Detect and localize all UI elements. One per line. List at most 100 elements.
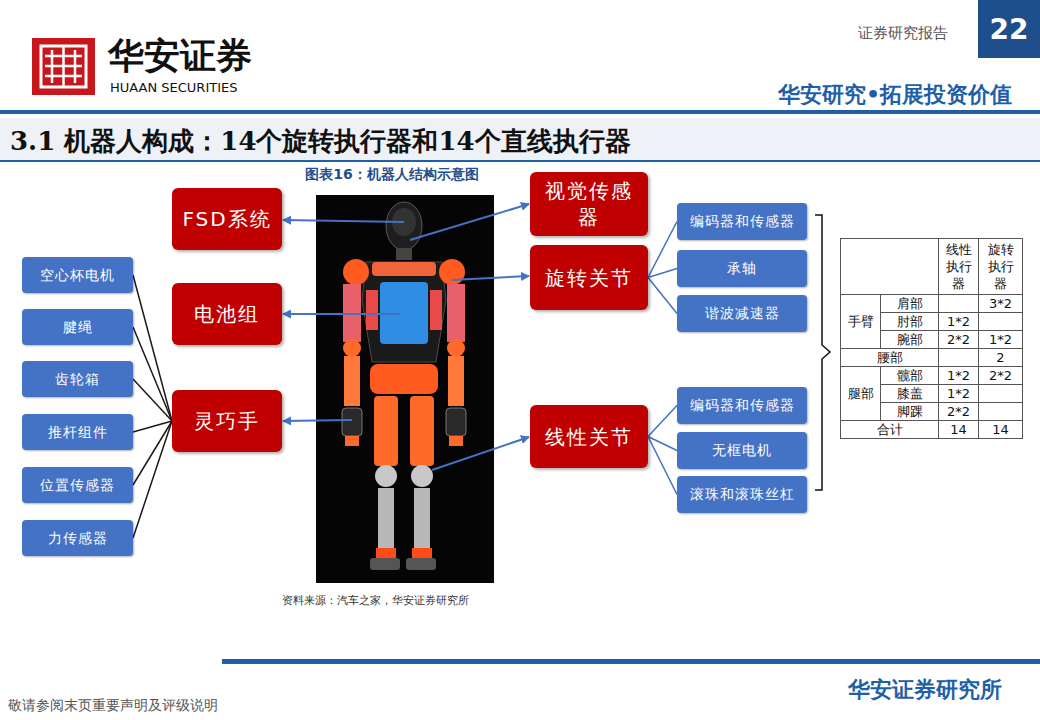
table-text: 1*2 xyxy=(947,314,970,329)
table-cell: 膝盖 xyxy=(881,385,939,403)
node-text: 空心杯电机 xyxy=(40,266,115,284)
page-number-box: 22 xyxy=(978,0,1040,58)
node-text: 22 xyxy=(990,13,1029,46)
table-text: 腿部 xyxy=(848,386,874,401)
pointer-arrows xyxy=(283,204,529,470)
pointer-arrow xyxy=(432,437,529,470)
data-table: 线性执行器旋转执行器手臂肩部3*2肘部1*2腕部2*21*2腰部2腿部髋部1*2… xyxy=(840,238,1023,439)
part-box: 承轴 xyxy=(677,250,807,287)
node-text: 力传感器 xyxy=(48,529,108,547)
table-text: 线性执行器 xyxy=(946,242,972,291)
component-box: 灵巧手 xyxy=(172,390,282,452)
table-cell: 脚踝 xyxy=(881,403,939,421)
connector-line xyxy=(648,437,677,451)
table-cell: 线性执行器 xyxy=(939,239,979,295)
robot-pelvis xyxy=(370,364,438,394)
node-text: FSD系统 xyxy=(182,206,271,232)
node-text: 线性关节 xyxy=(545,424,633,450)
table-cell: 2*2 xyxy=(939,403,979,421)
part-box: 位置传感器 xyxy=(22,467,133,503)
table-cell: 1*2 xyxy=(939,385,979,403)
table-cell: 腰部 xyxy=(841,349,939,367)
table-cell xyxy=(939,349,979,367)
curly-bracket xyxy=(815,215,830,490)
robot-shoulder xyxy=(343,259,369,285)
connector-line xyxy=(133,275,172,421)
robot-elbow xyxy=(447,339,465,357)
part-box: 无框电机 xyxy=(677,432,807,469)
table-row: 腰部 2 xyxy=(841,349,1023,367)
table-text: 2*2 xyxy=(989,368,1012,383)
node-text: 位置传感器 xyxy=(40,476,115,494)
connector-line xyxy=(133,327,172,421)
table-cell: 肩部 xyxy=(881,295,939,313)
header-rule xyxy=(0,110,1040,114)
table-row: 合计 14 14 xyxy=(841,421,1023,439)
brand-latin: HUAAN SECURITIES xyxy=(110,80,237,96)
robot-side xyxy=(430,290,442,330)
robot-chest xyxy=(372,262,436,276)
pointer-arrow xyxy=(283,220,404,222)
table-column xyxy=(841,239,881,439)
table-row: 线性执行器旋转执行器 xyxy=(841,239,1023,295)
table-cell: 旋转执行器 xyxy=(979,239,1023,295)
table-cell: 1*2 xyxy=(939,313,979,331)
table-cell: 2*2 xyxy=(979,367,1023,385)
table-text: 肩部 xyxy=(897,296,923,311)
part-box: 齿轮箱 xyxy=(22,361,133,397)
robot-illustration xyxy=(316,195,494,583)
part-box: 腱绳 xyxy=(22,309,133,345)
node-text: 灵巧手 xyxy=(194,408,260,434)
node-text: 旋转关节 xyxy=(545,265,633,291)
connector-line xyxy=(648,437,677,495)
table-cell: 14 xyxy=(979,421,1023,439)
brand-name: 华安证券 xyxy=(108,34,252,77)
component-box: FSD系统 xyxy=(172,188,282,250)
table-cell xyxy=(979,403,1023,421)
table-cell: 肘部 xyxy=(881,313,939,331)
node-text: 编码器和传感器 xyxy=(690,212,795,230)
node-text: 无框电机 xyxy=(712,441,772,459)
table-cell: 2 xyxy=(979,349,1023,367)
robot-upper-arm xyxy=(447,284,465,342)
table-cell xyxy=(939,295,979,313)
part-box: 滚珠和滚珠丝杠 xyxy=(677,476,807,513)
robot-fingers xyxy=(449,436,463,446)
table-text: 合计 xyxy=(877,422,903,437)
robot-torso xyxy=(362,262,446,362)
component-box: 电池组 xyxy=(172,283,282,345)
table-text: 1*2 xyxy=(947,368,970,383)
robot-knee xyxy=(375,465,397,487)
table-cell: 合计 xyxy=(841,421,939,439)
connector-line xyxy=(648,406,677,437)
part-box: 编码器和传感器 xyxy=(677,203,807,240)
pointer-arrow xyxy=(452,276,529,280)
robot-knee xyxy=(411,465,433,487)
table-text: 旋转执行器 xyxy=(988,242,1014,291)
table-cell: 2*2 xyxy=(939,331,979,349)
robot-ankle xyxy=(412,548,432,558)
table-text: 肘部 xyxy=(897,314,923,329)
footer-rule xyxy=(222,659,1040,664)
table-text: 14 xyxy=(992,422,1009,437)
node-text: 编码器和传感器 xyxy=(690,396,795,414)
table-body: 线性执行器旋转执行器手臂肩部3*2肘部1*2腕部2*21*2腰部2腿部髋部1*2… xyxy=(841,239,1023,439)
part-box: 谐波减速器 xyxy=(677,295,807,332)
robot-ankle xyxy=(376,548,396,558)
table-text: 手臂 xyxy=(848,314,874,329)
table-cell: 14 xyxy=(939,421,979,439)
table-cell xyxy=(979,385,1023,403)
part-box: 力传感器 xyxy=(22,520,133,556)
logo-mark xyxy=(32,38,95,95)
pointer-arrow xyxy=(283,420,352,421)
connector-line xyxy=(648,269,677,278)
logo-frame xyxy=(41,46,86,87)
slide-title: 3.1 机器人构成：14个旋转执行器和14个直线执行器 xyxy=(10,124,631,159)
component-box: 旋转关节 xyxy=(530,245,648,310)
robot-side xyxy=(366,290,378,330)
source-note: 资料来源：汽车之家，华安证券研究所 xyxy=(282,594,469,607)
table-text: 1*2 xyxy=(989,332,1012,347)
pointer-arrow xyxy=(410,204,529,240)
robot-forearm xyxy=(448,356,464,406)
